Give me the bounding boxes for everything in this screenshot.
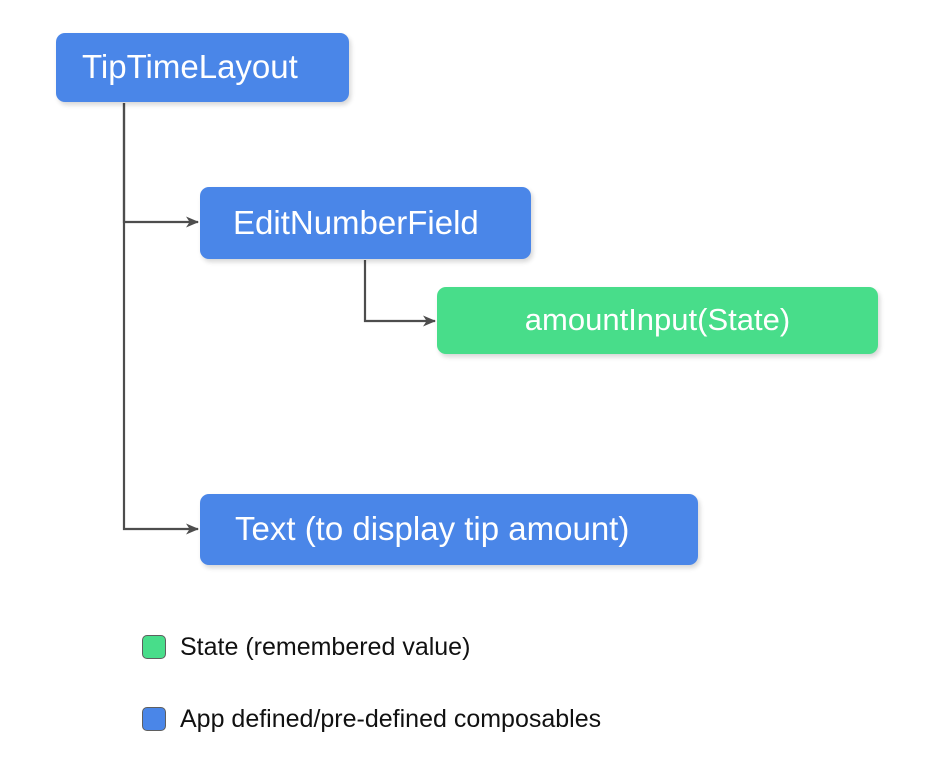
node-text-tip-amount[interactable]: Text (to display tip amount) xyxy=(200,494,698,565)
legend: State (remembered value) App defined/pre… xyxy=(142,626,762,770)
node-tiptimelayout-label: TipTimeLayout xyxy=(82,48,298,86)
node-tiptimelayout[interactable]: TipTimeLayout xyxy=(56,33,349,102)
legend-item-composables-label: App defined/pre-defined composables xyxy=(180,704,602,733)
edge-tiptimelayout-to-editnumberfield xyxy=(122,103,199,228)
node-amountinput-state[interactable]: amountInput(State) xyxy=(437,287,878,354)
node-editnumberfield[interactable]: EditNumberField xyxy=(200,187,531,259)
legend-swatch-composable-icon xyxy=(142,707,166,731)
legend-item-composables: App defined/pre-defined composables xyxy=(142,698,762,740)
node-amountinput-label: amountInput(State) xyxy=(524,302,791,338)
edge-editnumberfield-to-amountinput xyxy=(363,260,436,327)
node-editnumberfield-label: EditNumberField xyxy=(233,203,479,241)
edge-tiptimelayout-to-text xyxy=(122,103,199,535)
legend-swatch-state-icon xyxy=(142,635,166,659)
legend-item-state: State (remembered value) xyxy=(142,626,762,668)
legend-item-state-label: State (remembered value) xyxy=(180,632,471,661)
node-text-tip-amount-label: Text (to display tip amount) xyxy=(235,510,630,548)
